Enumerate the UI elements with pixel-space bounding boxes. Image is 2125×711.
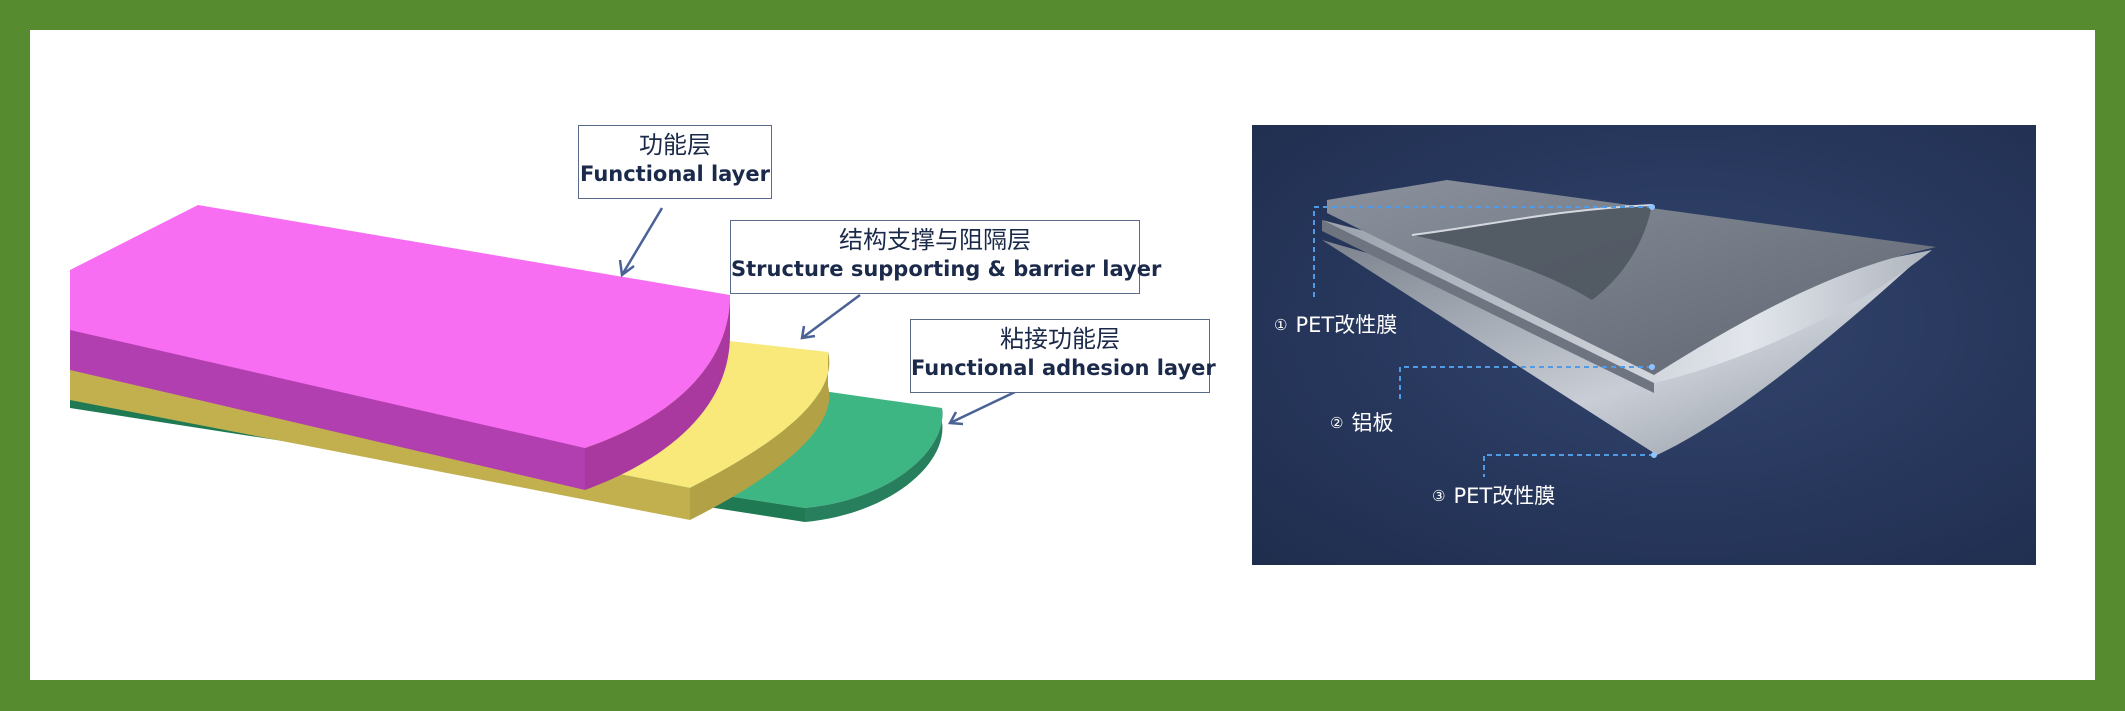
adhesion-arrowhead (947, 411, 964, 426)
aluminium-plate-label: ② 铝板 (1330, 407, 1393, 437)
leader-dot-pet-top (1649, 204, 1655, 210)
leader-dot-pet-bottom (1651, 452, 1657, 458)
leader-line-aluminium (1399, 366, 1652, 403)
pet-film-top-label: ① PET改性膜 (1274, 309, 1397, 339)
functional-arrowhead (618, 259, 635, 278)
adhesion-layer-curve-side (805, 408, 943, 522)
adhesion-layer-label-zh: 粘接功能层 (1000, 325, 1120, 353)
structure-arrow (801, 293, 861, 340)
peeled-corner (1412, 205, 1652, 300)
layer-structure-svg (70, 205, 1016, 522)
pet-film-bottom-label: ③ PET改性膜 (1432, 480, 1555, 510)
pet-film-top-text: PET改性膜 (1295, 313, 1398, 337)
adhesion-arrow (949, 390, 1016, 425)
functional-arrow (620, 207, 664, 276)
adhesion-layer-label: 粘接功能层 Functional adhesion layer (910, 319, 1216, 393)
functional-layer-label-zh: 功能层 (639, 131, 711, 159)
figure-panel: 功能层 Functional layer 结构支撑与阻隔层 Structure … (30, 30, 2095, 680)
layer-structure-diagram: 功能层 Functional layer 结构支撑与阻隔层 Structure … (30, 30, 1270, 680)
aluminium-plate-text: 铝板 (1351, 411, 1394, 435)
leader-lines (1313, 206, 1654, 477)
leader-dot-aluminium (1649, 364, 1655, 370)
functional-layer-side (70, 330, 585, 490)
structure-layer-label-en: Structure supporting & barrier layer (731, 257, 1162, 281)
aluminium-sheet-edge (1322, 220, 1654, 393)
structure-layer-label: 结构支撑与阻隔层 Structure supporting & barrier … (730, 220, 1162, 294)
structure-layer-label-zh: 结构支撑与阻隔层 (839, 226, 1031, 254)
laminate-sheet-image: ① PET改性膜 ② 铝板 ③ PET改性膜 (1252, 125, 2036, 565)
aluminium-plate-number: ② (1330, 414, 1344, 432)
functional-layer-curve-side (585, 295, 730, 490)
pet-film-bottom-number: ③ (1432, 487, 1446, 505)
adhesion-layer-label-en: Functional adhesion layer (911, 356, 1216, 380)
functional-layer-top (70, 205, 730, 448)
leader-line-pet-bottom (1483, 454, 1654, 477)
pet-film-top-number: ① (1274, 316, 1288, 334)
leader-line-pet-top (1313, 206, 1652, 297)
structure-arrowhead (800, 325, 816, 340)
functional-layer-label-en: Functional layer (580, 162, 770, 186)
laminate-sheet-svg (1313, 180, 1936, 477)
arrow-group (618, 207, 1016, 426)
peeled-corner-edge (1411, 204, 1653, 236)
functional-layer-label: 功能层 Functional layer (578, 125, 772, 199)
structure-layer-curve-side (690, 352, 830, 520)
pet-film-bottom-text: PET改性膜 (1453, 484, 1556, 508)
